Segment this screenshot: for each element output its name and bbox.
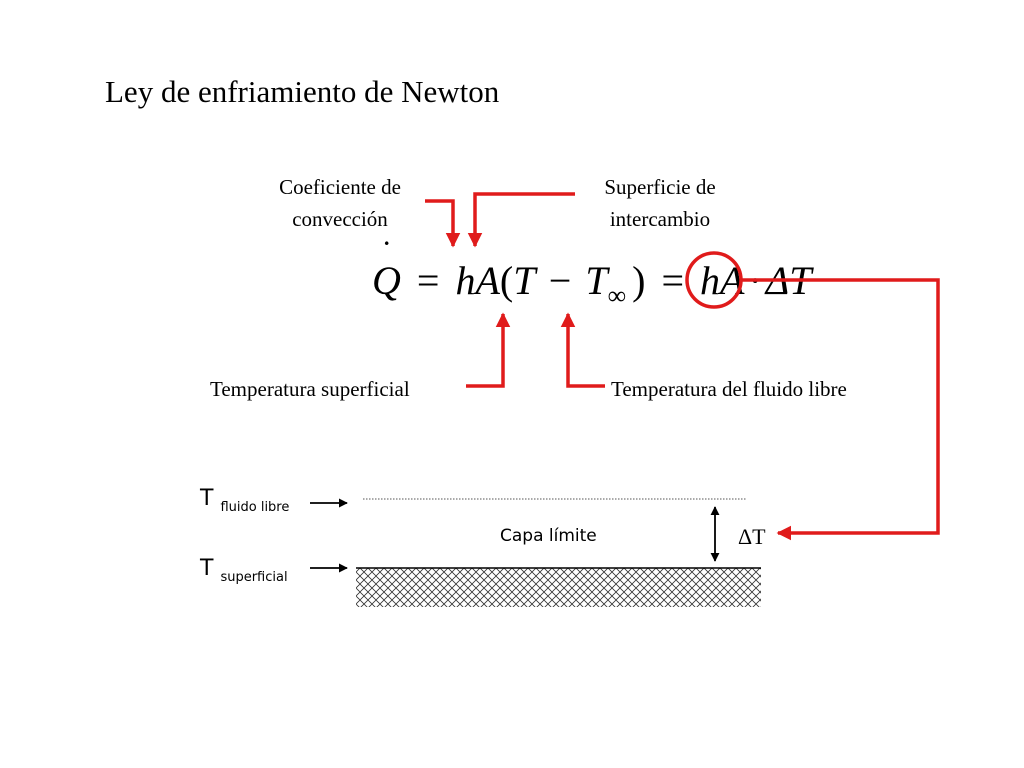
t-fluid-free-label: T fluido libre [200,486,289,515]
heat-rate-q: Q [372,258,401,303]
open-paren: ( [499,258,514,303]
t-surface-main: T [200,556,214,581]
exchange-surface-line1: Superficie de [604,175,716,199]
area-arrow [467,192,575,248]
delta-t-diagram-label: ΔT [738,524,766,549]
close-paren: ) [632,258,646,303]
h-a-term-1: hA [455,258,500,303]
fluid-temp-arrow [560,312,605,388]
surface-temp-arrow [466,312,511,388]
convection-coefficient-line1: Coeficiente de [279,175,401,199]
convection-coefficient-line2: convección [292,206,388,231]
t-fluid-main: T [200,486,214,511]
surface-temp-t: T [513,258,535,303]
page-title: Ley de enfriamiento de Newton [105,74,500,109]
infinity-subscript: ∞ [607,281,627,310]
surface-temperature-label: Temperatura superficial [210,377,410,401]
delta-t-connector-arrow [741,278,940,541]
delta-t-circle [685,251,743,309]
solid-surface [356,568,761,607]
time-derivative-dot: ˙ [381,235,393,272]
convection-coefficient-label: Coeficiente de convección [255,172,425,235]
coefficient-arrow [425,199,461,248]
equals-sign-2: = [661,258,684,303]
exchange-surface-line2: intercambio [609,206,711,231]
t-surface-sub: superficial [220,570,288,585]
boundary-layer-label: Capa límite [500,526,597,546]
free-fluid-temperature-label: Temperatura del fluido libre [611,377,847,401]
equals-sign-1: = [416,258,440,303]
heat-rate-symbol: ˙ Q [372,235,401,304]
minus-sign: − [548,258,572,303]
t-fluid-sub: fluido libre [220,500,290,515]
t-surface-label: T superficial [200,556,288,585]
free-stream-temp-t: T [585,258,608,303]
exchange-surface-label: Superficie de intercambio [580,172,740,235]
